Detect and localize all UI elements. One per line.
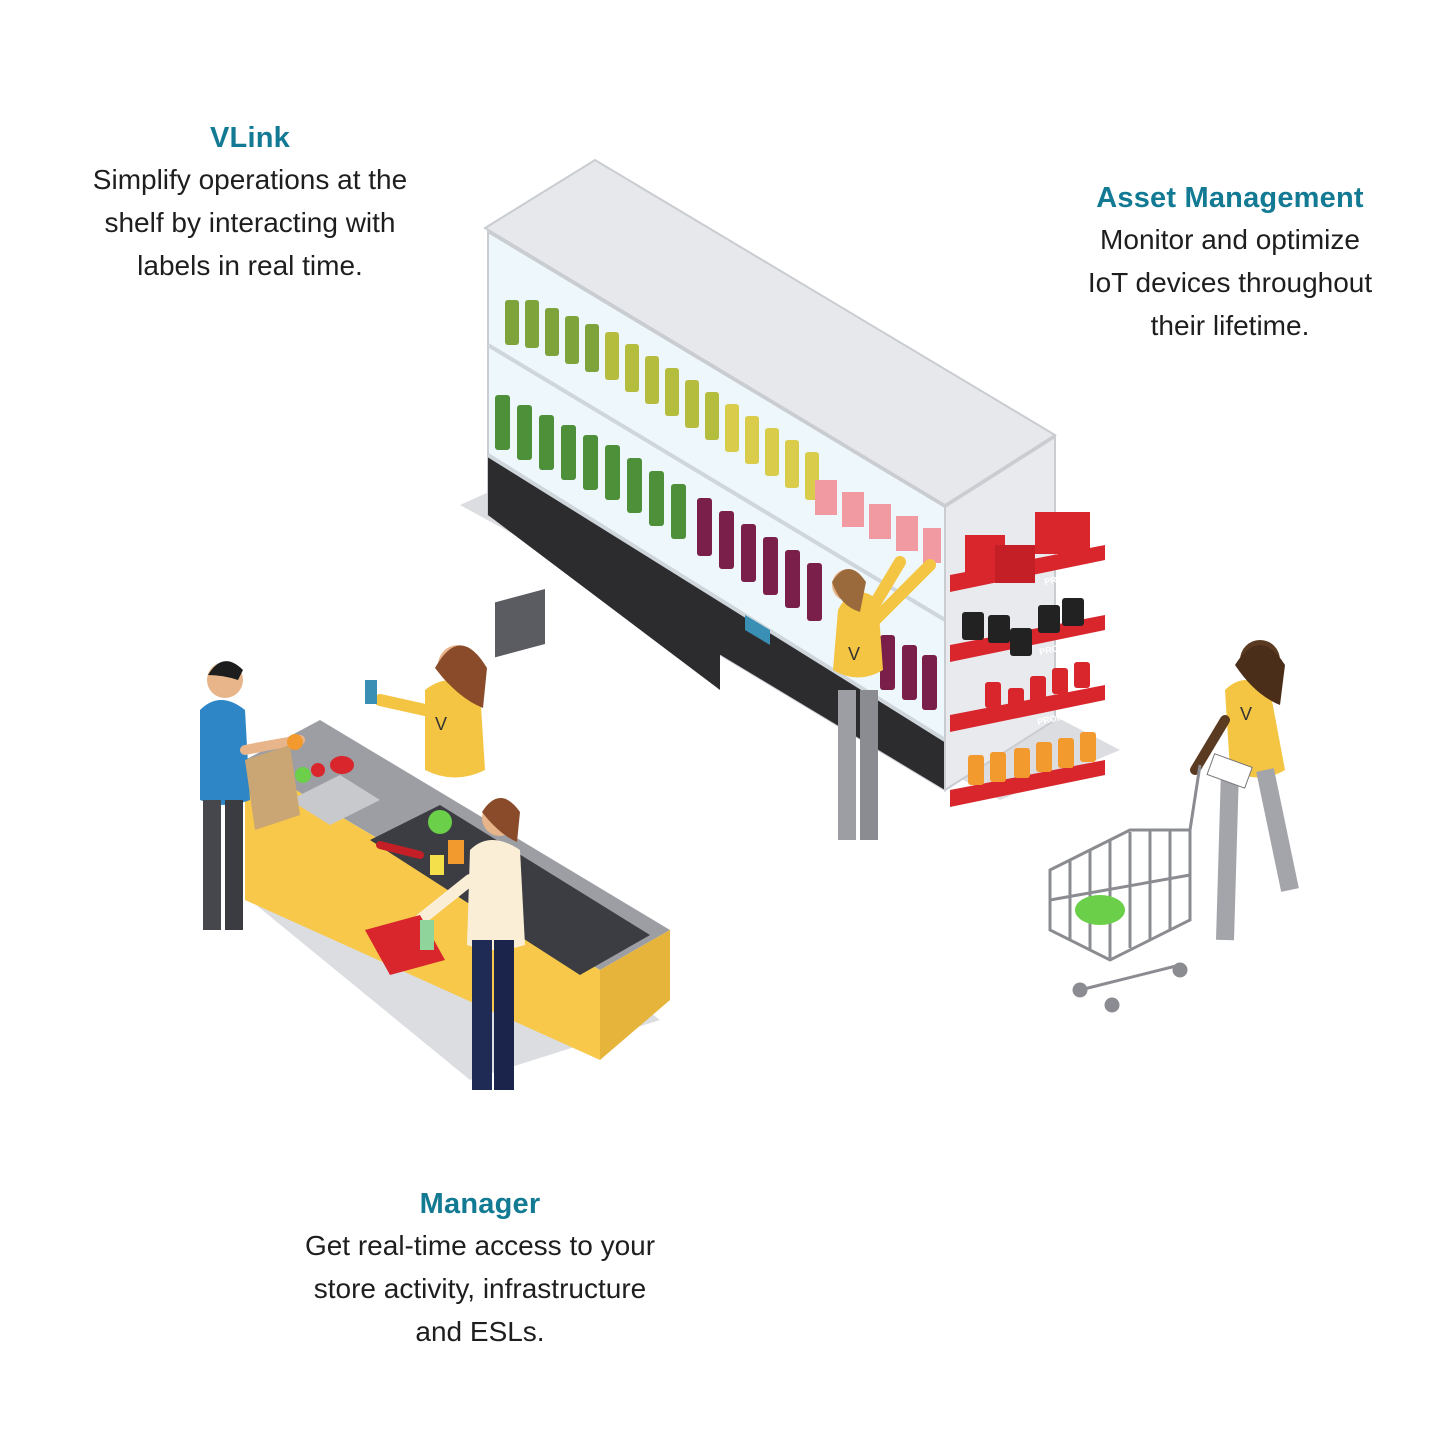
salami-icon [330, 756, 354, 774]
asset-management-title: Asset Management [1096, 182, 1364, 214]
shopper-with-basket [414, 798, 525, 1090]
orange-icon [287, 734, 303, 750]
manager-title: Manager [419, 1188, 541, 1220]
juice-box [430, 855, 444, 875]
apple-icon [295, 767, 311, 783]
fridge [483, 158, 1057, 792]
cashier: V [365, 645, 487, 778]
bottles-lower-right [880, 635, 937, 710]
uniform-logo: V [435, 714, 447, 734]
staff-stocking-shelf: V [832, 556, 936, 840]
electronic-shelf-label [745, 615, 770, 645]
snack-box [448, 840, 464, 864]
asset-management-description: Monitor and optimize IoT devices through… [1087, 224, 1373, 341]
lettuce-in-cart [1075, 895, 1125, 925]
bottles-top-shelf [505, 300, 819, 500]
milk-carton [420, 920, 434, 950]
tomato-icon [311, 763, 325, 777]
bottles-middle-shelf [495, 395, 941, 621]
vlink-description: Simplify operations at the shelf by inte… [92, 164, 408, 281]
asset-management-callout: Asset Management Monitor and optimize Io… [1040, 178, 1420, 347]
sausage-icon [376, 841, 424, 859]
uniform-logo: V [848, 644, 860, 664]
watermelon-icon [428, 810, 452, 834]
shopping-cart [1048, 764, 1202, 1013]
vlink-title: VLink [210, 122, 290, 154]
uniform-logo: V [1240, 704, 1252, 724]
staff-with-cart: V [1190, 640, 1299, 941]
grocery-bag [245, 745, 300, 830]
manager-callout: Manager Get real-time access to your sto… [260, 1184, 700, 1353]
manager-description: Get real-time access to your store activ… [304, 1230, 656, 1347]
vlink-callout: VLink Simplify operations at the shelf b… [40, 118, 460, 287]
